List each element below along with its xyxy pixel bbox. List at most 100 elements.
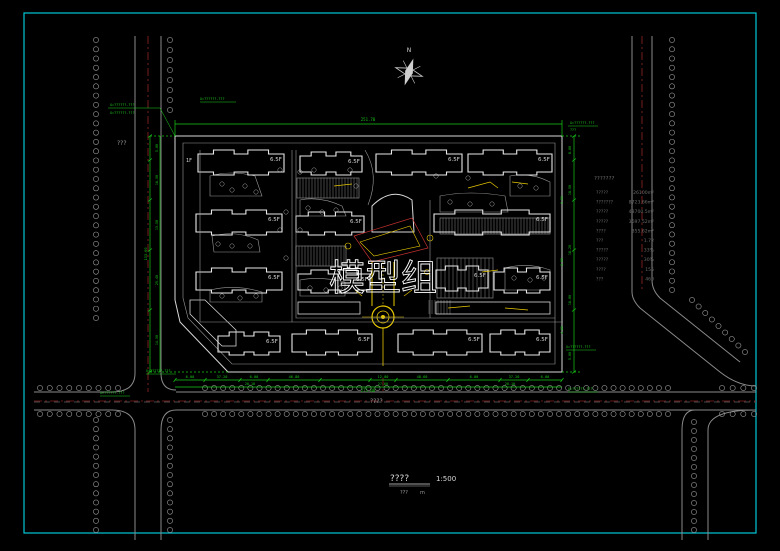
tree-icon [691,455,697,461]
shrub-icon [247,243,253,249]
tree-icon [492,411,499,417]
tree-icon [93,444,99,451]
tree-icon [93,240,99,247]
tree-icon [501,385,508,391]
dim-left-total: 133.60 [144,248,148,261]
tree-icon [93,111,99,118]
tree-icon [691,419,697,425]
tree-icon [728,336,735,342]
shrub-icon [511,275,517,281]
stats-title: ??????? [594,176,615,182]
tree-icon [356,411,363,417]
road-network [34,36,757,540]
tree-icon [669,120,675,127]
tree-icon [320,411,326,417]
stats-row-value: 8723.66m² [629,200,654,206]
shrub-icon [447,199,453,205]
tree-icon [619,411,626,417]
stats-row-label: ???? [596,228,606,234]
tree-icon [93,83,99,90]
dim-bottom-segment: 37.20 [509,375,520,379]
tree-icon [292,411,299,417]
tree-icon [167,499,173,506]
tree-icon [338,385,345,391]
road-label: ???? [370,398,383,405]
dim-tick [571,370,577,374]
dim-right-segment: 5.00 [568,352,572,360]
tree-icon [669,55,675,62]
dim-left-segment: 14.50 [155,335,159,345]
tree-icon [719,385,725,391]
stats-row-value: 460 [645,276,654,282]
tree-icon [211,385,217,391]
axis-lines [34,36,756,402]
shrub-icon [283,209,289,215]
tree-icon [419,385,426,391]
stats-row-label: ??????? [596,200,614,206]
tree-icon [410,411,417,417]
shrub-icon [433,173,439,179]
dim-tick [147,198,153,202]
shrub-icon [347,167,353,173]
tree-icon [474,385,481,391]
tree-icon [656,385,662,391]
tree-icon [93,287,99,294]
tree-icon [669,287,675,293]
stats-row-value: 3697.52m² [629,219,654,225]
tree-icon [691,464,697,470]
tree-icon [665,411,671,417]
tree-icon [656,411,662,417]
floor-count-label: 6.5F [350,219,362,225]
dim-bottom-sub: 27.60 [378,382,388,386]
tree-icon [702,310,709,316]
building-d1: 6.5F [467,149,553,176]
floor-count-label: 6.5F [356,277,368,283]
tree-icon [669,83,675,90]
dim-tick [238,377,242,383]
shrub-icon [253,189,259,195]
tree-icon [167,37,173,43]
dim-bottom-segment: 12.00 [378,375,389,379]
dim-right-segment: 16.00 [568,295,572,305]
building-b1: 6.5F [299,151,363,176]
tree-icon [93,268,99,275]
tree-icon [528,411,535,417]
tree-icon [510,385,517,391]
tree-icon [374,385,381,391]
tree-icon [93,417,99,423]
shrub-icon [467,201,473,207]
tree-icon [93,129,99,136]
floor-count-label: 6.5F [268,217,280,223]
tree-icon [592,411,599,417]
tree-icon [93,426,99,433]
tree-icon [438,385,444,391]
floor-count-label: 6.5F [348,159,360,165]
tree-icon [419,411,426,417]
tree-icon [669,46,675,53]
tree-icon [556,411,562,417]
tree-icon [93,64,99,71]
tree-icon [637,411,644,417]
tree-icon [401,411,408,417]
dim-left-segment: 5.00 [155,144,159,152]
tree-icon [76,385,82,391]
tree-icon [374,411,381,417]
tree-icon [220,411,227,417]
dim-tick [147,370,153,374]
building-e1: 6.5F [217,331,281,356]
plan-title: ???? [390,474,409,484]
tree-icon [691,437,697,443]
tree-icon [167,435,173,442]
stats-row-value: 1.72 [644,238,654,244]
tree-icon [691,500,697,506]
floor-count-label: 6.5F [268,275,280,281]
floor-count-label: 6.5F [270,157,282,163]
dim-tick [571,158,577,162]
tree-icon [93,139,99,145]
shrub-icon [305,205,311,211]
tree-icon [691,446,697,452]
tree-icon [93,296,99,303]
tree-icon [646,385,653,391]
